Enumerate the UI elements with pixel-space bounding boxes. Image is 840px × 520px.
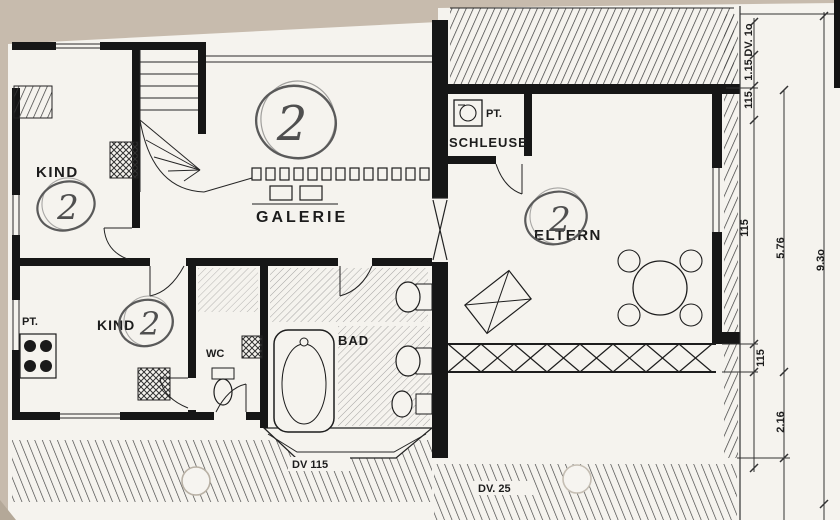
- roof-hatch-top-right: [450, 8, 734, 84]
- svg-text:2: 2: [548, 200, 571, 240]
- bidet: [391, 390, 413, 418]
- chair: [617, 249, 641, 273]
- sink-lower: [395, 345, 421, 377]
- label-kind-upper: KIND: [36, 164, 79, 181]
- dim-576: 5.76: [775, 237, 787, 258]
- door-kind-lower: [149, 265, 185, 297]
- dim-dv-top: DV. 1o: [743, 23, 755, 57]
- dim-dv115: DV 115: [292, 459, 328, 471]
- dimension-labels: DV 115 DV. 25 DV. 1o 1.15 115 115 5.76 9…: [288, 23, 827, 495]
- door-kind-upper: [103, 227, 132, 261]
- windows: [12, 43, 720, 419]
- galerie-furniture-1: [269, 185, 293, 201]
- svg-text:2: 2: [139, 305, 160, 343]
- dim-115-top: 1.15: [743, 59, 755, 80]
- dimension-lines: [722, 6, 834, 520]
- galerie-furniture-2: [299, 185, 323, 201]
- chimney-lower: [137, 367, 171, 401]
- chair: [679, 249, 703, 273]
- toilet-bowl: [213, 378, 233, 406]
- balcony-x-railing: [447, 343, 716, 373]
- roof-hatch-right-strip: [724, 14, 738, 458]
- walls: [12, 20, 740, 458]
- chimney-upper: [109, 141, 139, 179]
- label-bad: BAD: [338, 333, 369, 348]
- label-schleuse: SCHLEUSE: [449, 135, 528, 150]
- label-galerie: GALERIE: [256, 209, 348, 226]
- paper-corner-shadow: [0, 500, 16, 520]
- label-pt-lower: PT.: [22, 316, 38, 328]
- washing-machine: [241, 335, 263, 359]
- lounger: [464, 269, 532, 335]
- bath-fixtures: [273, 281, 433, 433]
- staircase: [139, 50, 253, 193]
- galerie-railing: [251, 167, 430, 205]
- door-wc-corridor: [159, 377, 189, 409]
- marker-circle-galerie: 2: [254, 80, 338, 160]
- svg-text:2: 2: [56, 188, 79, 228]
- bathtub-basin: [281, 343, 327, 425]
- door-eltern-entry: [432, 197, 448, 261]
- label-eltern: ELTERN: [534, 227, 602, 244]
- chair: [679, 303, 703, 327]
- door-bad: [339, 265, 373, 297]
- hole-punch-right: [562, 464, 592, 494]
- marker-circle-eltern: 2: [524, 187, 588, 246]
- dim-216: 2.16: [775, 411, 787, 432]
- marker-circle-kind-upper: 2: [36, 177, 96, 232]
- label-wc: WC: [206, 348, 224, 360]
- dimension-ticks: [749, 11, 829, 509]
- wc-fixtures: [211, 367, 235, 406]
- bathtub-tap: [299, 337, 309, 347]
- dim-930: 9.3o: [815, 249, 827, 271]
- svg-text:2: 2: [276, 96, 308, 152]
- dim-dv25: DV. 25: [478, 483, 511, 495]
- shafts: [13, 85, 263, 401]
- marker-circle-kind-lower: 2: [118, 295, 174, 348]
- chair: [617, 303, 641, 327]
- hole-punch-left: [181, 466, 211, 496]
- schleuse-heater: [453, 99, 483, 127]
- hole-punches: [181, 464, 592, 496]
- label-pt-upper: PT.: [486, 108, 502, 120]
- eltern-furniture: [464, 249, 703, 335]
- adjacent-sheet-edge: [834, 0, 840, 88]
- bath-bay-window: [262, 427, 434, 459]
- dim-115-rail: 115: [755, 349, 767, 367]
- dim-115-inner: 115: [739, 219, 751, 237]
- stove: [19, 333, 57, 379]
- stairwell-void: [13, 85, 53, 119]
- sink-upper: [395, 281, 421, 313]
- dim-115-a: 115: [743, 91, 755, 109]
- door-schleuse: [495, 163, 523, 195]
- door-wc: [215, 383, 247, 413]
- doors: [103, 163, 523, 413]
- label-kind-lower: KIND: [97, 317, 135, 333]
- dining-table: [632, 260, 688, 316]
- pencil-markers: 2 2 2 2: [36, 80, 588, 348]
